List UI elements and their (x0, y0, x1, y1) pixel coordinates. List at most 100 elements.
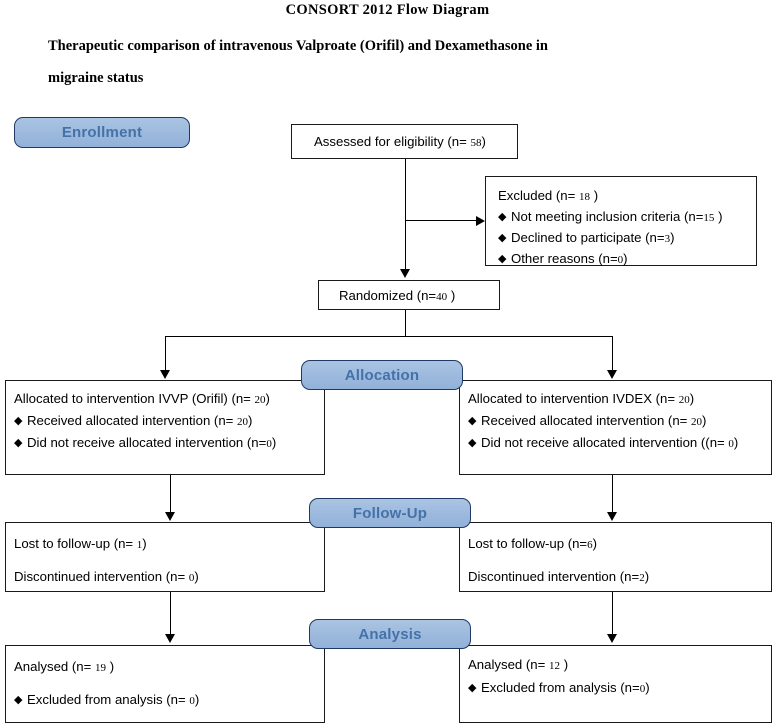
randomized-close: ) (450, 288, 456, 303)
followup-left-lost-label: Lost to follow-up (n= (14, 536, 134, 551)
allocation-left-item: ◆Did not receive allocated intervention … (14, 436, 324, 450)
allocation-left-item-close: ) (271, 435, 277, 450)
connector-assessed-to-randomized (405, 158, 406, 276)
followup-left-discontinued: Discontinued intervention (n= 0) (14, 570, 324, 584)
followup-right-disc-close: ) (644, 569, 650, 584)
followup-left-disc-label: Discontinued intervention (n= (14, 569, 186, 584)
box-allocation-right: Allocated to intervention IVDEX (n= 20) … (459, 380, 772, 475)
connector-allocation-right-to-followup (612, 475, 613, 515)
connector-followup-left-to-analysis (170, 592, 171, 637)
followup-right-lost-label: Lost to follow-up (n= (468, 536, 588, 551)
stage-badge-followup-label: Follow-Up (352, 504, 428, 522)
diamond-bullet-icon: ◆ (14, 437, 23, 449)
arrowhead-to-followup-left (165, 512, 175, 521)
analysis-left-excluded-close: ) (194, 692, 200, 707)
analysis-right-excluded-label: Excluded from analysis (n= (481, 680, 640, 695)
arrowhead-to-allocation-left (160, 370, 170, 379)
box-analysis-right: Analysed (n= 12 ) ◆ Excluded from analysi… (459, 645, 772, 723)
analysis-right-excluded-close: ) (645, 680, 650, 695)
excluded-reason-close: ) (718, 209, 723, 224)
excluded-reason-count: 15 (703, 212, 715, 224)
diamond-bullet-icon: ◆ (498, 253, 507, 265)
stage-badge-followup[interactable]: Follow-Up (309, 498, 471, 528)
allocation-left-item-label: Received allocated intervention (n= (27, 413, 234, 428)
followup-right-lost-close: ) (592, 536, 598, 551)
arrowhead-to-analysis-right (607, 634, 617, 643)
excluded-header-close: ) (593, 188, 599, 203)
analysis-left-header-close: ) (109, 659, 115, 674)
analysis-right-header-close: ) (563, 657, 569, 672)
box-randomized: Randomized (n=40 ) (318, 280, 500, 310)
arrowhead-to-allocation-right (607, 370, 617, 379)
allocation-right-item: ◆ Did not receive allocated intervention … (468, 436, 771, 450)
arrowhead-to-analysis-left (165, 634, 175, 643)
excluded-header-label: Excluded (n= (498, 188, 576, 203)
analysis-left-excluded-label: Excluded from analysis (n= (27, 692, 186, 707)
subtitle-line-1: Therapeutic comparison of intravenous Va… (48, 38, 548, 54)
excluded-reason-close: ) (623, 251, 628, 266)
allocation-left-item-count: 0 (266, 438, 272, 450)
randomized-text: Randomized (n=40 ) (339, 289, 499, 303)
allocation-left-item: ◆Received allocated intervention (n= 20) (14, 414, 324, 428)
allocation-right-item-close: ) (733, 435, 739, 450)
box-followup-right: Lost to follow-up (n=6) Discontinued int… (459, 522, 772, 592)
followup-left-disc-count: 0 (188, 572, 195, 584)
followup-left-lost: Lost to follow-up (n= 1) (14, 537, 324, 551)
analysis-left-excluded-count: 0 (189, 695, 195, 707)
allocation-left-item-close: ) (248, 413, 253, 428)
connector-split-right-down (612, 336, 613, 374)
analysis-right-excluded-count: 0 (639, 683, 646, 695)
assessed-text: Assessed for eligibility (n= 58) (314, 135, 517, 149)
diamond-bullet-icon: ◆ (498, 232, 507, 244)
connector-randomization-split (165, 336, 612, 337)
allocation-right-item-count: 20 (691, 416, 703, 428)
analysis-right-header-count: 12 (549, 660, 561, 672)
arrowhead-to-randomized (400, 269, 410, 278)
diamond-bullet-icon: ◆ (498, 211, 507, 223)
connector-allocation-left-to-followup (170, 475, 171, 515)
stage-badge-enrollment[interactable]: Enrollment (14, 117, 190, 148)
analysis-right-header-label: Analysed (n= (468, 657, 546, 672)
allocation-left-header: Allocated to intervention IVVP (Orifil) … (14, 392, 324, 406)
stage-badge-analysis[interactable]: Analysis (309, 619, 471, 649)
allocation-right-item-count: 0 (728, 438, 734, 450)
analysis-left-header-count: 19 (95, 662, 107, 674)
analysis-left-header: Analysed (n= 19 ) (14, 660, 324, 674)
analysis-left-excluded: ◆Excluded from analysis (n= 0) (14, 693, 324, 707)
diamond-bullet-icon: ◆ (468, 415, 477, 427)
followup-right-disc-label: Discontinued intervention (n= (468, 569, 640, 584)
box-followup-left: Lost to follow-up (n= 1) Discontinued in… (5, 522, 325, 592)
arrowhead-to-followup-right (607, 512, 617, 521)
diamond-bullet-icon: ◆ (468, 437, 477, 449)
excluded-reason-item: ◆ Other reasons (n=0) (498, 252, 756, 266)
followup-right-discontinued: Discontinued intervention (n=2) (468, 570, 771, 584)
subtitle-line-2: migraine status (48, 70, 144, 86)
box-allocation-left: Allocated to intervention IVVP (Orifil) … (5, 380, 325, 475)
diamond-bullet-icon: ◆ (468, 682, 477, 694)
stage-badge-allocation[interactable]: Allocation (301, 360, 463, 390)
assessed-close: ) (481, 134, 486, 149)
excluded-header: Excluded (n= 18 ) (498, 189, 756, 203)
followup-left-lost-close: ) (142, 536, 147, 551)
followup-left-disc-close: ) (194, 569, 199, 584)
excluded-header-count: 18 (579, 191, 591, 203)
connector-assessed-to-excluded (405, 220, 478, 221)
analysis-left-header-label: Analysed (n= (14, 659, 92, 674)
excluded-reason-close: ) (670, 230, 675, 245)
analysis-right-header: Analysed (n= 12 ) (468, 658, 771, 672)
allocation-right-header-label: Allocated to intervention IVDEX (n= (468, 391, 676, 406)
analysis-right-excluded: ◆ Excluded from analysis (n=0) (468, 681, 771, 695)
allocation-right-item-label: Did not receive allocated intervention (… (481, 435, 725, 450)
excluded-reason-item: ◆Not meeting inclusion criteria (n=15 ) (498, 210, 756, 224)
excluded-reason-count: 0 (617, 254, 624, 266)
box-assessed-for-eligibility: Assessed for eligibility (n= 58) (291, 124, 518, 159)
allocation-right-item: ◆Received allocated intervention (n= 20) (468, 414, 771, 428)
excluded-reason-item: ◆Declined to participate (n=3) (498, 231, 756, 245)
diamond-bullet-icon: ◆ (14, 415, 23, 427)
randomized-count: 40 (436, 291, 448, 303)
followup-right-lost: Lost to follow-up (n=6) (468, 537, 771, 551)
allocation-right-header: Allocated to intervention IVDEX (n= 20) (468, 392, 771, 406)
excluded-reason-label: Other reasons (n= (511, 251, 618, 266)
allocation-right-item-label: Received allocated intervention (n= (481, 413, 688, 428)
excluded-reason-count: 3 (664, 233, 671, 245)
